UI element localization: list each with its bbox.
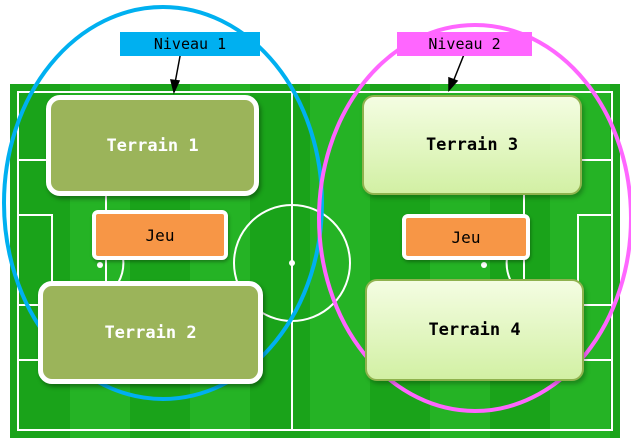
- level-1-arrow: [174, 50, 182, 84]
- level-1-ellipse: [2, 5, 324, 401]
- field-2-box: Terrain 2: [38, 281, 263, 384]
- level-1-label: Niveau 1: [120, 32, 260, 56]
- field-4-box: Terrain 4: [365, 279, 584, 381]
- game-box-right: Jeu: [402, 214, 530, 260]
- field-3-box: Terrain 3: [362, 95, 582, 195]
- field-1-box: Terrain 1: [46, 95, 259, 196]
- level-2-label: Niveau 2: [397, 32, 532, 56]
- level-2-ellipse: [317, 23, 631, 413]
- game-box-left: Jeu: [92, 210, 228, 260]
- level-2-arrow: [452, 51, 466, 83]
